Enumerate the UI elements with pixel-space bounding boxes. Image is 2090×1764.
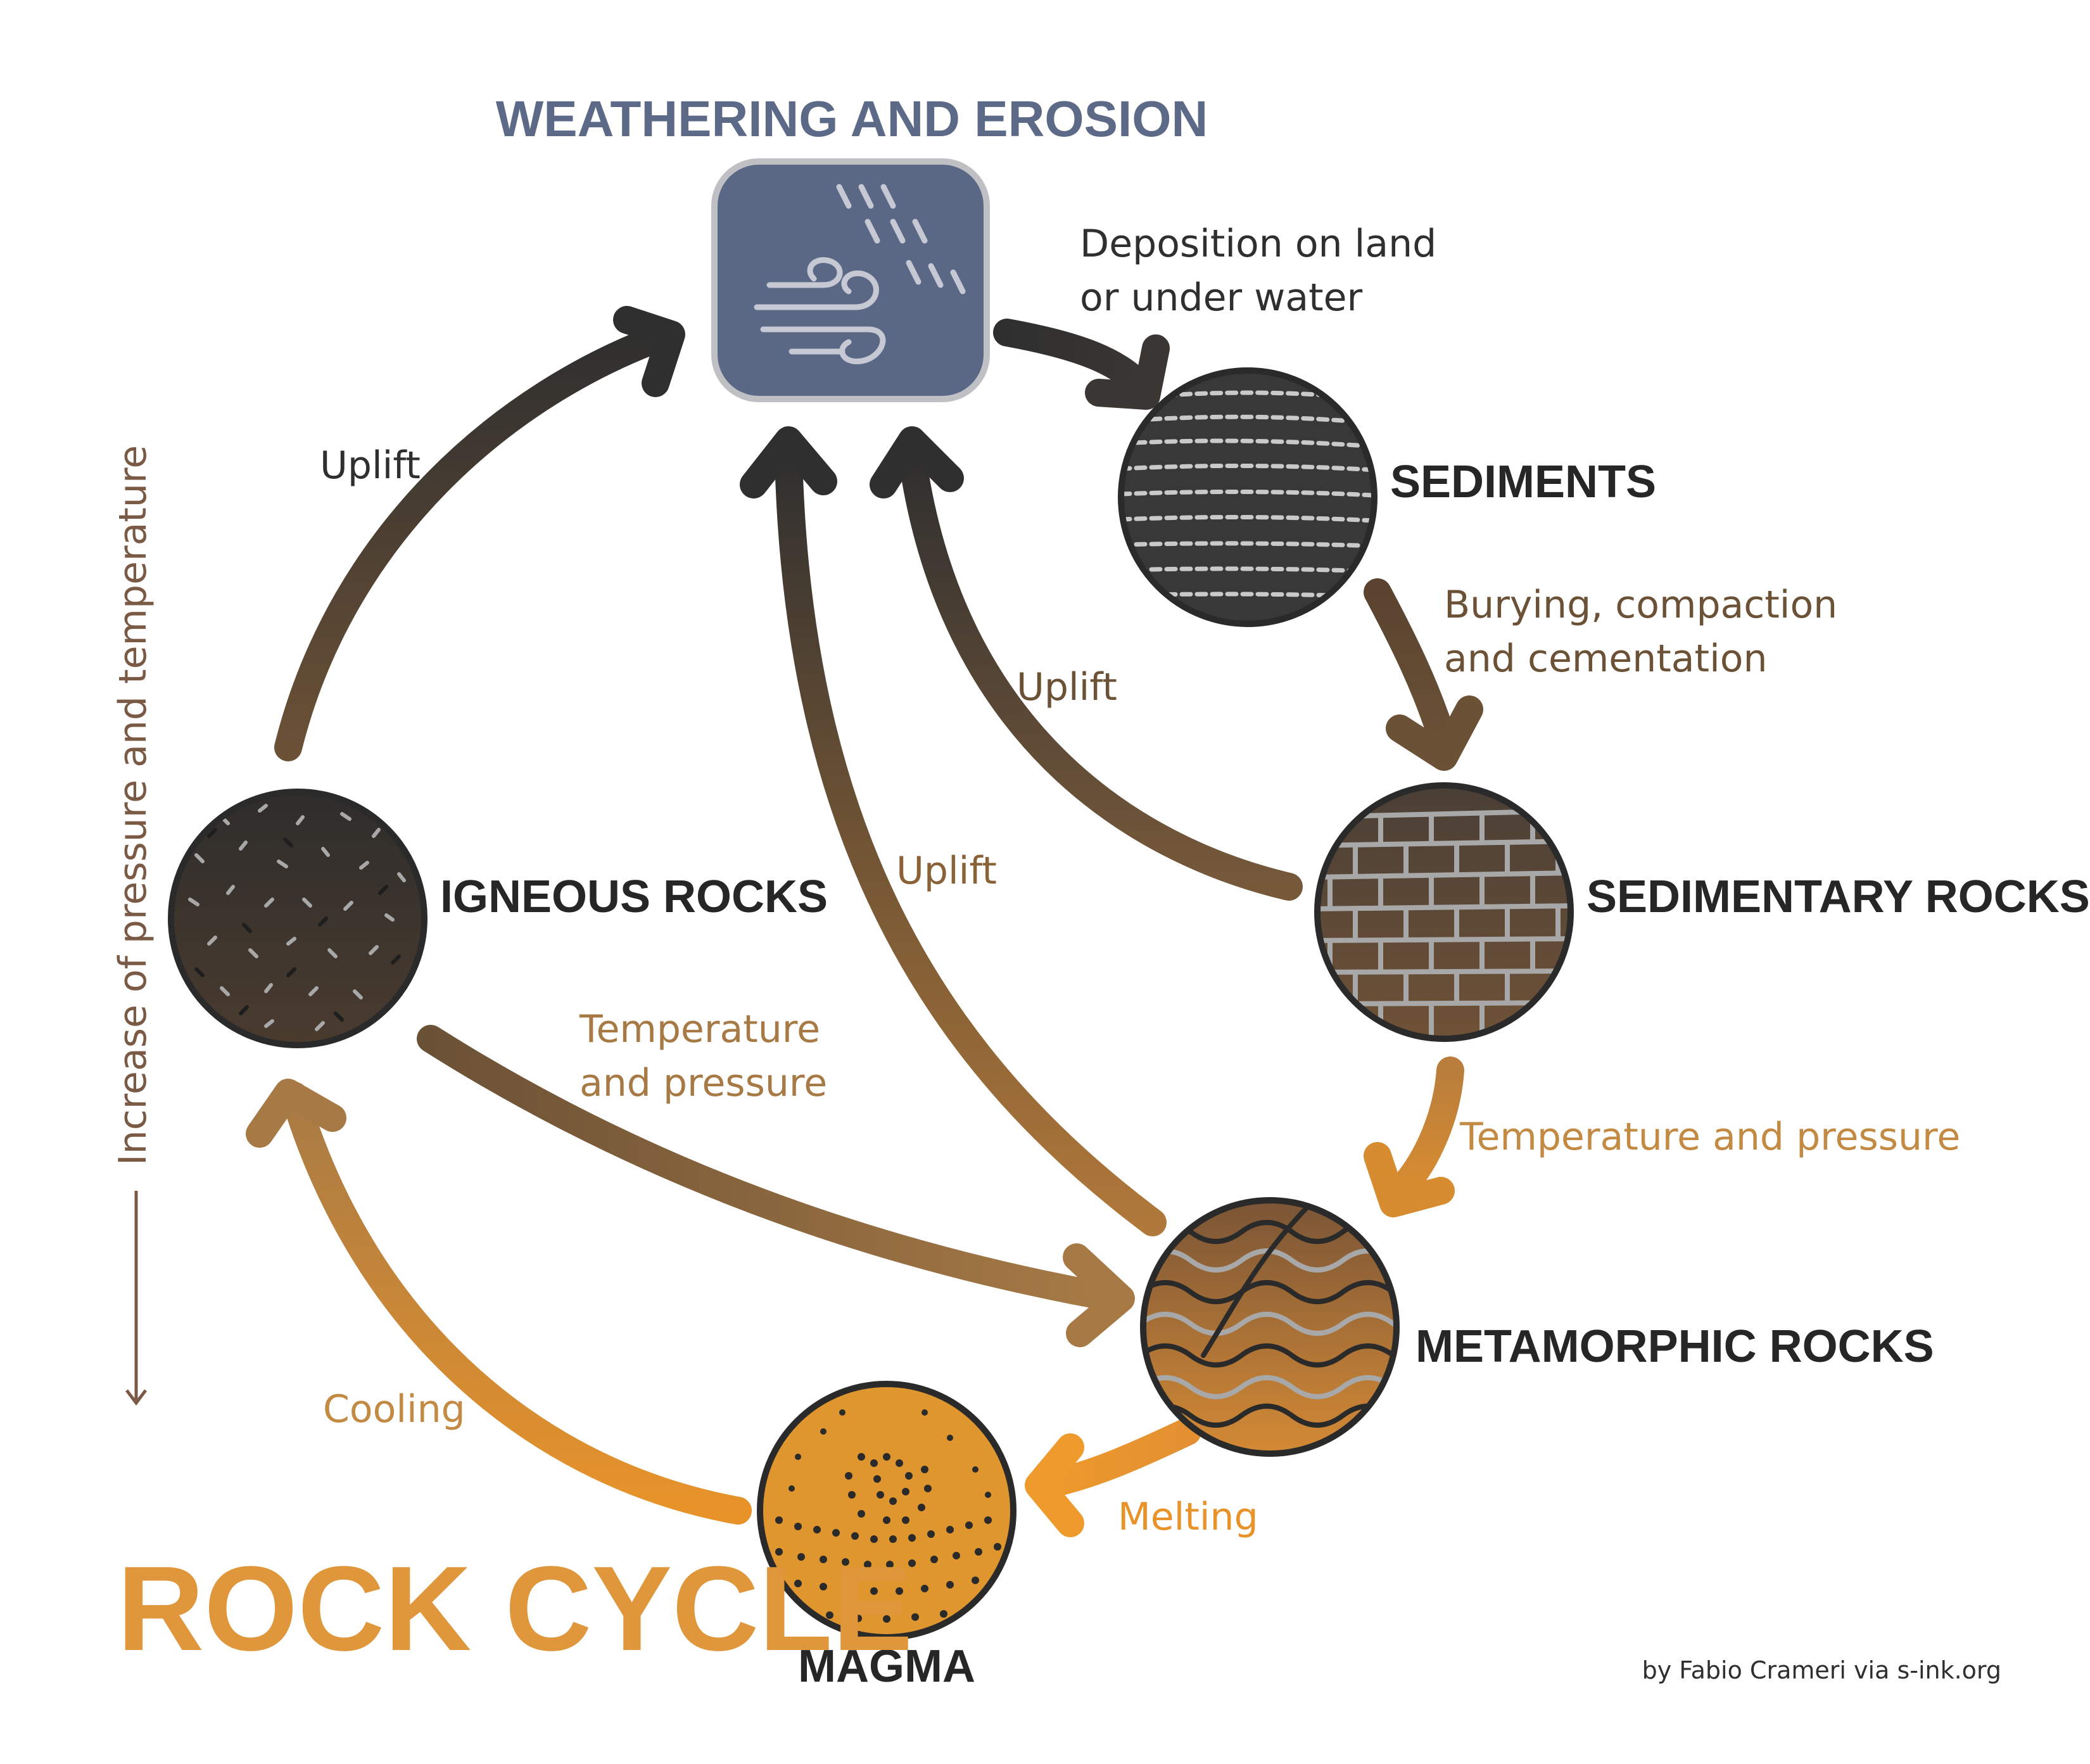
- temp-pressure-right-label: Temperature and pressure: [1459, 1115, 1960, 1159]
- arrow-uplift-igneous: [274, 306, 685, 761]
- metamorphic-rocks-node: [1140, 1197, 1400, 1457]
- arrow-temp-pressure-right: [1364, 1056, 1464, 1217]
- burying-label-line2: and cementation: [1444, 637, 1767, 681]
- burying-label-line1: Burying, compaction: [1444, 583, 1837, 627]
- arrow-temp-pressure-left: [417, 1025, 1135, 1347]
- temp-pressure-left-line1: Temperature: [579, 1007, 820, 1051]
- pressure-temperature-axis: Increase of pressure and temperature: [111, 445, 155, 1406]
- igneous-rocks-label: IGNEOUS ROCKS: [440, 872, 828, 922]
- axis-label: Increase of pressure and temperature: [111, 445, 155, 1165]
- temp-pressure-left-line2: and pressure: [580, 1061, 827, 1105]
- magma-dots-pattern: [775, 1409, 1001, 1623]
- sediments-label: SEDIMENTS: [1390, 457, 1656, 507]
- melting-label: Melting: [1118, 1495, 1258, 1539]
- weathering-node: [711, 158, 990, 402]
- magma-label: MAGMA: [798, 1641, 975, 1692]
- arrow-deposition: [993, 319, 1170, 410]
- credit-text: by Fabio Crameri via s-ink.org: [1642, 1656, 2001, 1684]
- igneous-rocks-node: [168, 789, 428, 1048]
- sedimentary-rocks-label: SEDIMENTARY ROCKS: [1586, 872, 2090, 922]
- deposition-label-line2: or under water: [1080, 276, 1363, 320]
- magma-node: [757, 1381, 1016, 1640]
- dark-grains-pattern: [194, 828, 401, 1022]
- arrow-cooling: [246, 1079, 752, 1525]
- sediments-node: [1118, 367, 1378, 627]
- wind-rain-icon: [754, 184, 966, 365]
- weathering-title: WEATHERING AND EROSION: [496, 91, 1208, 147]
- rock-cycle-title: ROCK CYCLE: [117, 1542, 913, 1676]
- uplift-sedimentary-label: Uplift: [1016, 665, 1117, 709]
- arrow-melting: [1025, 1418, 1201, 1537]
- uplift-igneous-label: Uplift: [320, 443, 421, 488]
- arrow-burying: [1364, 578, 1483, 771]
- cooling-label: Cooling: [323, 1387, 466, 1431]
- uplift-metamorphic-label: Uplift: [896, 849, 997, 893]
- arrow-uplift-metamorphic: [740, 426, 1167, 1236]
- arrow-uplift-sedimentary: [870, 426, 1303, 901]
- sedimentary-rocks-node: [1314, 782, 1574, 1042]
- deposition-label-line1: Deposition on land: [1080, 222, 1436, 266]
- metamorphic-rocks-label: METAMORPHIC ROCKS: [1416, 1321, 1934, 1372]
